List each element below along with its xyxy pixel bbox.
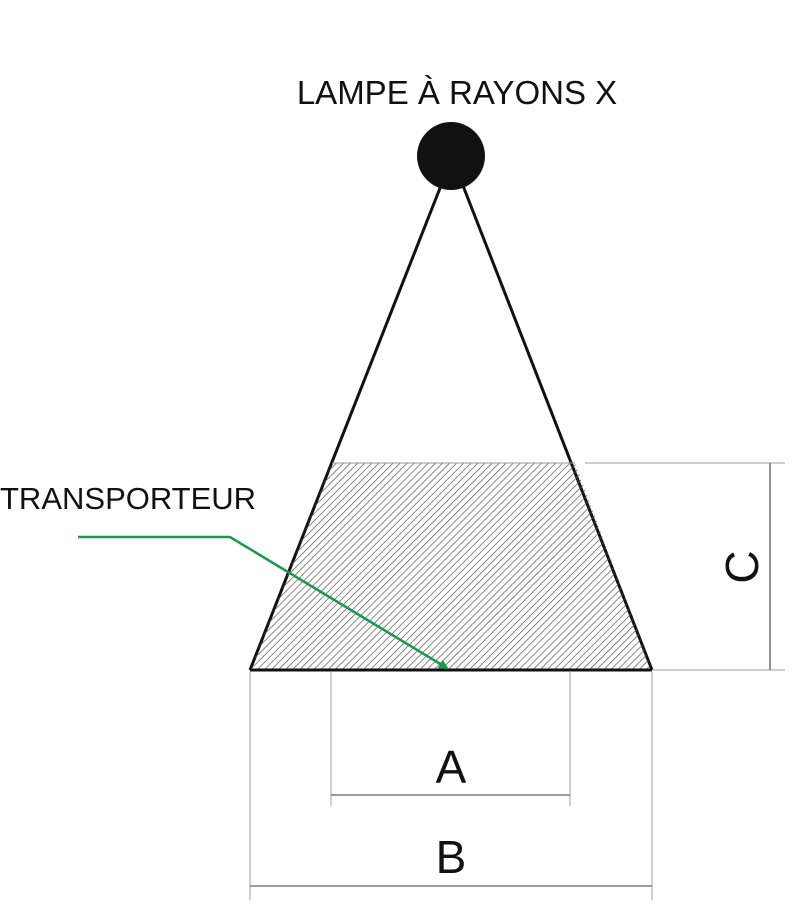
beam-left-edge — [248, 177, 446, 671]
xray-source-label: LAMPE À RAYONS X — [297, 74, 617, 111]
dimension-b-label: B — [436, 831, 467, 883]
conveyor-pointer-arrow-icon — [78, 535, 449, 670]
scanned-area — [250, 463, 652, 670]
conveyor-label: TRANSPORTEUR — [0, 481, 256, 516]
dimension-a-label: A — [436, 741, 467, 793]
dimension-c-label: C — [716, 550, 768, 583]
xray-source-circle-icon — [417, 122, 485, 190]
